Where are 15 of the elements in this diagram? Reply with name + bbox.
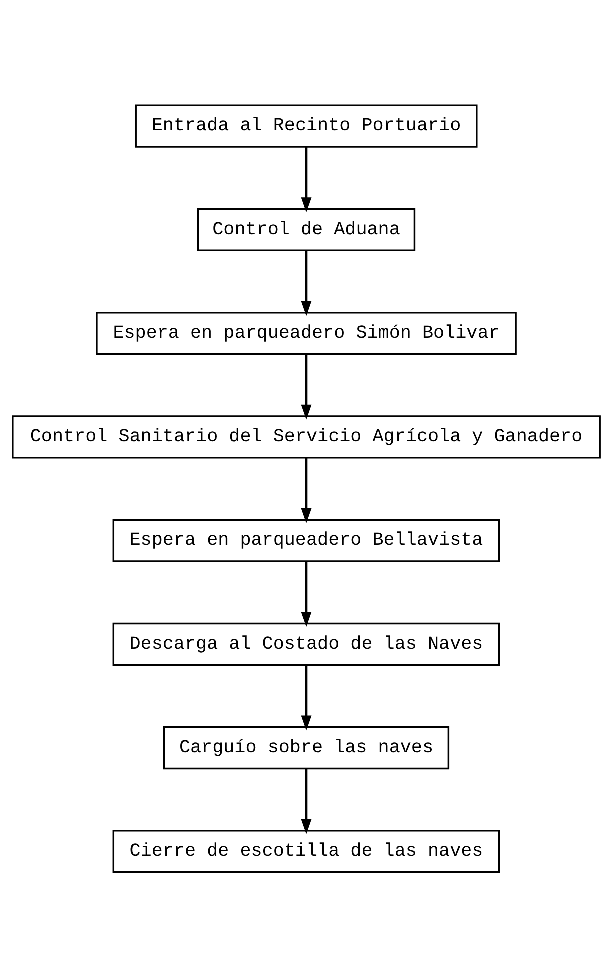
- node-box: Espera en parqueadero Simón Bolivar: [96, 312, 517, 356]
- arrow: [301, 666, 312, 731]
- arrow: [301, 562, 312, 628]
- arrow: [301, 148, 312, 213]
- node-box: Control de Aduana: [197, 208, 416, 252]
- arrow: [301, 354, 312, 420]
- arrow: [301, 251, 312, 316]
- node-box: Espera en parqueadero Bellavista: [112, 519, 500, 562]
- node-box: Cierre de escotilla de las naves: [112, 830, 500, 874]
- arrow: [301, 769, 312, 834]
- node-box: Entrada al Recinto Portuario: [135, 104, 478, 148]
- node-box: Control Sanitario del Servicio Agrícola y Ganadero: [12, 416, 601, 459]
- node-box: Carguío sobre las naves: [163, 726, 450, 770]
- node-box: Descarga al Costado de las Naves: [112, 622, 500, 666]
- arrow: [301, 458, 312, 524]
